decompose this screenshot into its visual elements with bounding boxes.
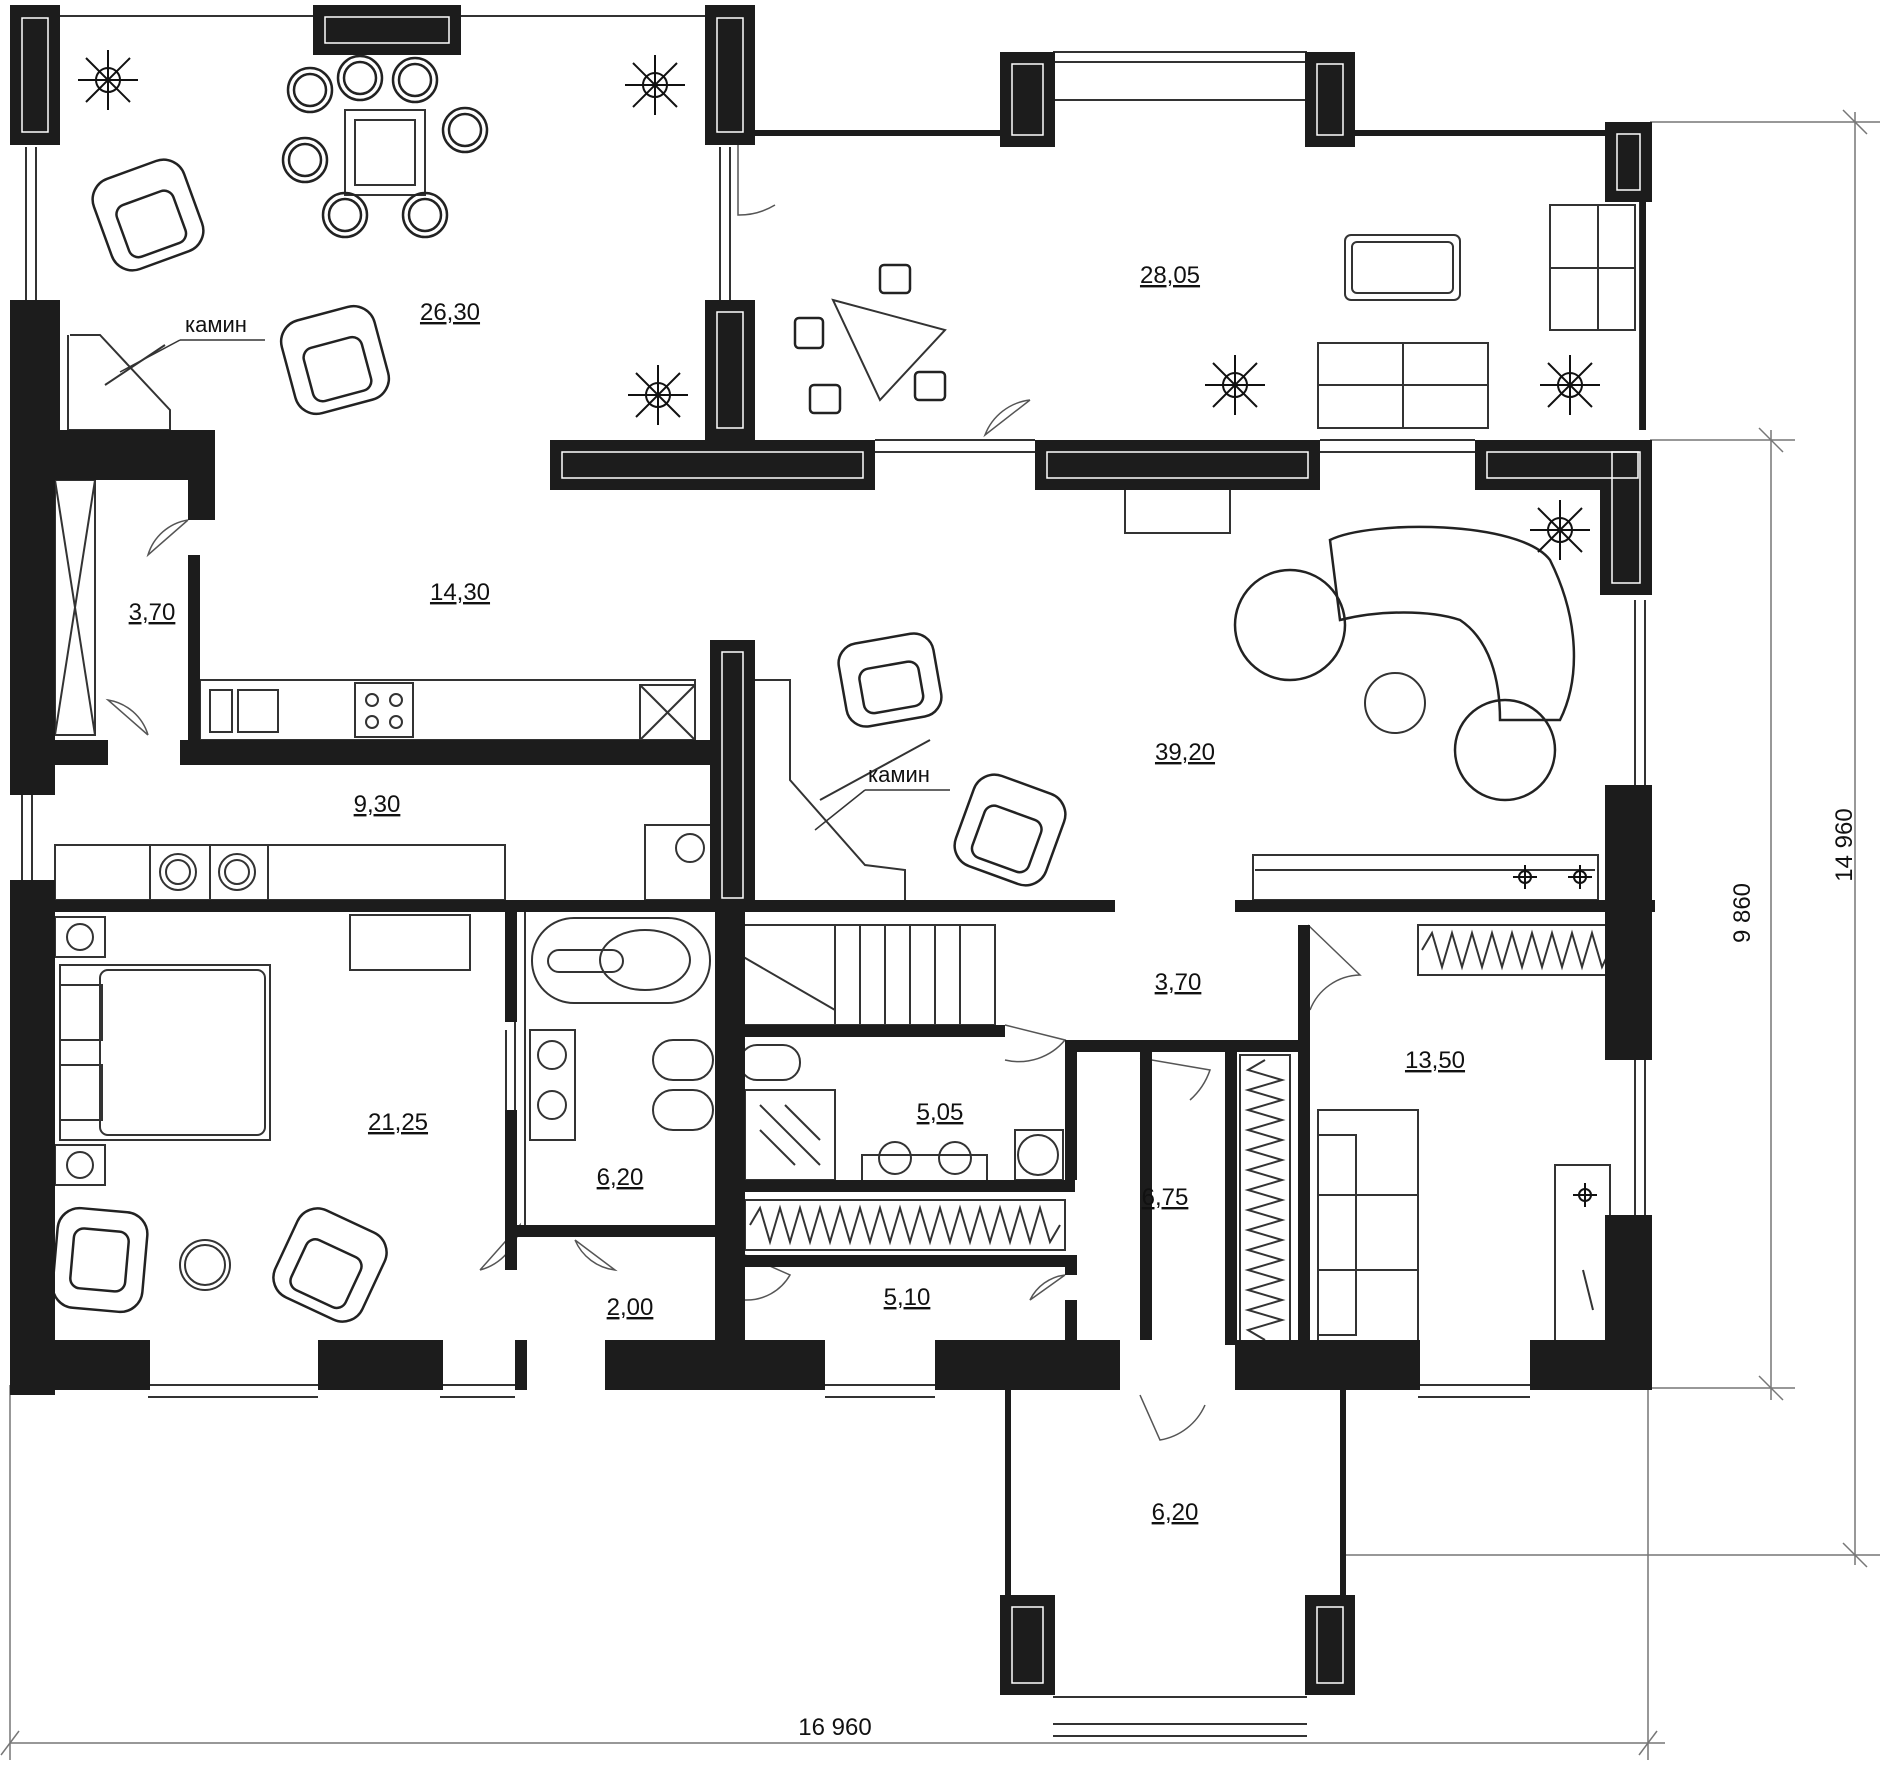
dimension-lines (0, 109, 1880, 1760)
area-vestibule: 6,75 (1142, 1184, 1189, 1211)
dining-chairs (281, 54, 489, 239)
plant-icon (78, 50, 138, 110)
area-bathroom: 6,20 (597, 1164, 644, 1191)
dimension-house-depth: 9 860 (1729, 883, 1756, 943)
plant-icon (628, 365, 688, 425)
pillar-outlines (21, 16, 1641, 1684)
area-terrace-dining: 26,30 (420, 299, 480, 326)
room-labels: 26,30 28,05 3,70 14,30 39,20 9,30 21,25 … (129, 262, 1465, 1526)
area-wardrobe: 5,10 (884, 1284, 931, 1311)
area-storage: 2,00 (607, 1294, 654, 1321)
plant-icon (1513, 865, 1537, 889)
armchair (837, 632, 943, 728)
dimension-overall-depth: 14 960 (1831, 808, 1858, 881)
walls (10, 5, 1655, 1695)
fireplace-note-living: камин (868, 762, 930, 787)
armchair (272, 1207, 388, 1323)
area-guest-room: 13,50 (1405, 1047, 1465, 1074)
area-pantry: 3,70 (129, 599, 176, 626)
plant-icon (625, 55, 685, 115)
plants (78, 50, 1600, 1207)
armchair (279, 304, 391, 416)
plant-icon (1205, 355, 1265, 415)
area-utility-corridor: 9,30 (354, 791, 401, 818)
dimension-labels: 16 960 14 960 9 860 (798, 808, 1858, 1741)
dimension-overall-width: 16 960 (798, 1714, 871, 1741)
furniture (51, 54, 1576, 1323)
area-shower-room: 5,05 (917, 1099, 964, 1126)
fireplace-note-dining: камин (185, 312, 247, 337)
plant-icon (1540, 355, 1600, 415)
area-kitchen: 14,30 (430, 579, 490, 606)
area-bedroom: 21,25 (368, 1109, 428, 1136)
window-lines (21, 15, 1646, 1737)
area-porch: 6,20 (1152, 1499, 1199, 1526)
plant-icon (1568, 865, 1592, 889)
plant-icon (1573, 1183, 1597, 1207)
area-living-room: 39,20 (1155, 739, 1215, 766)
armchair (953, 773, 1067, 887)
armchair (91, 158, 205, 272)
area-terrace-living: 28,05 (1140, 262, 1200, 289)
armchair (51, 1206, 149, 1314)
plant-icon (1530, 500, 1590, 560)
area-hall: 3,70 (1155, 969, 1202, 996)
notes: камин камин (119, 312, 950, 831)
